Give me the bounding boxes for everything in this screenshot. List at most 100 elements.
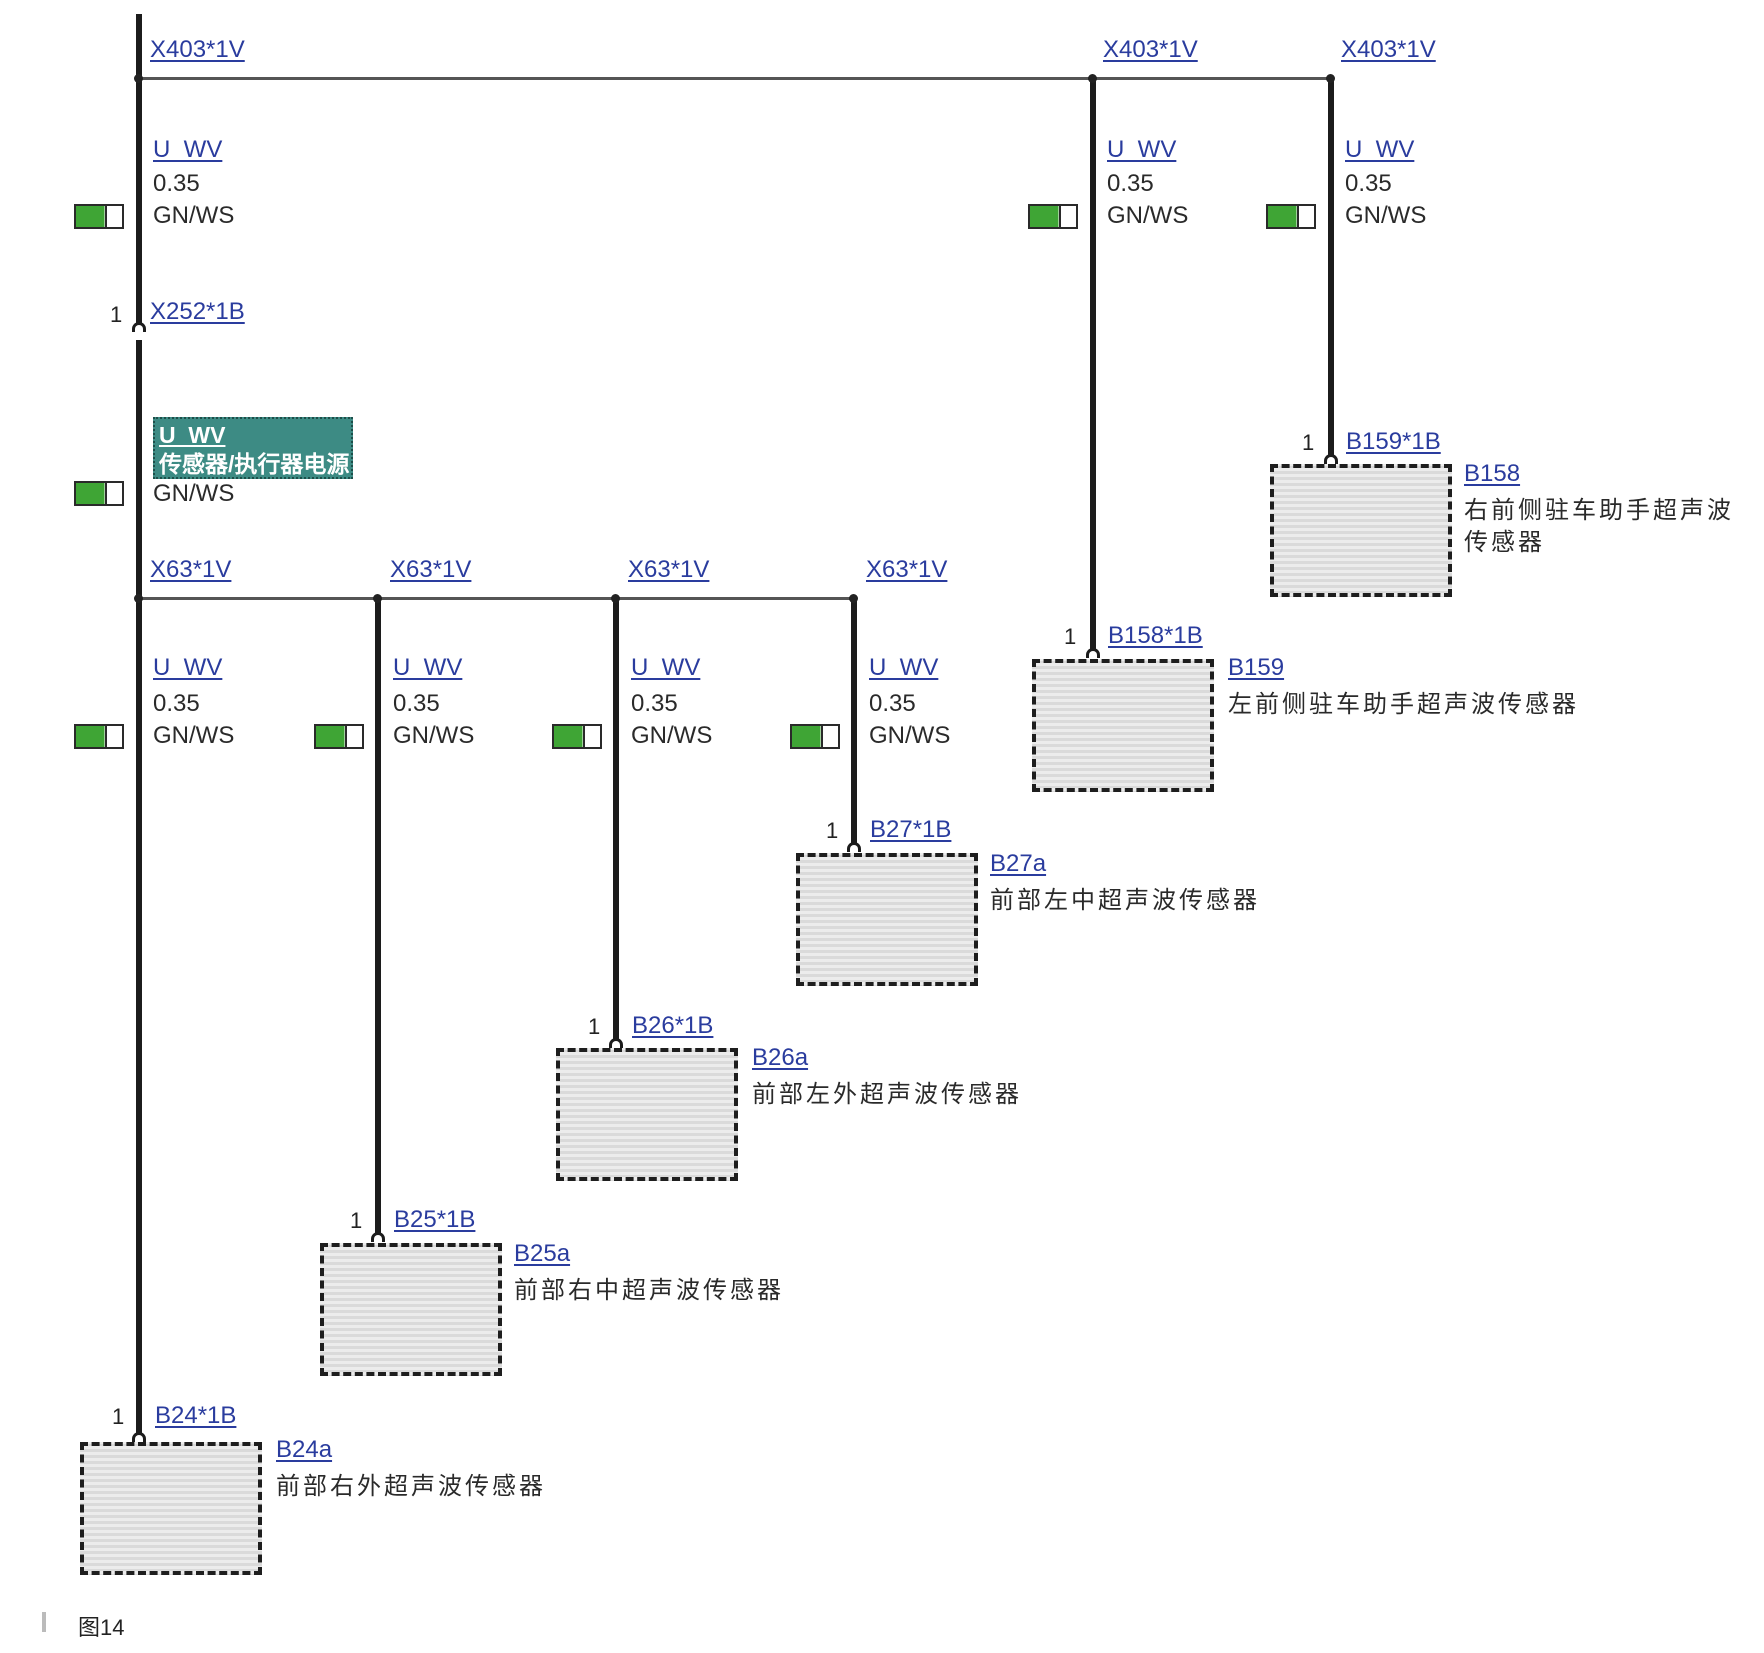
pin-number: 1 [826,818,839,843]
mid-bus [139,597,856,600]
wire-color-swatch [552,724,602,749]
wire-signal-label[interactable]: U_WV [393,654,463,681]
junction-dot [611,594,620,603]
component-b158-box[interactable] [1270,464,1452,597]
wire-color-swatch [74,724,124,749]
main-wire-middle [136,340,142,600]
connector-x63-label[interactable]: X63*1V [150,556,232,583]
connector-x403-label[interactable]: X403*1V [1103,36,1198,63]
connector-terminal [609,1038,623,1048]
wire-color-label: GN/WS [153,202,235,229]
b158-wire [1090,80,1096,654]
wire-color-swatch [1266,204,1316,229]
component-b159-box[interactable] [1032,659,1214,792]
component-b27a-label[interactable]: B27a [990,850,1047,877]
component-b26a-box[interactable] [556,1048,738,1181]
component-b158-label[interactable]: B158 [1464,460,1521,487]
connector-x403-label[interactable]: X403*1V [1341,36,1436,63]
wire-signal-label[interactable]: U_WV [153,654,223,681]
connector-terminal [132,1432,146,1442]
connector-x63-label[interactable]: X63*1V [390,556,472,583]
component-b27a-box[interactable] [796,853,978,986]
caption-marker [42,1612,46,1632]
component-b159-description: 左前侧驻车助手超声波传感器 [1228,690,1579,718]
connector-b158-label[interactable]: B158*1B [1108,622,1203,649]
wire-color-swatch [790,724,840,749]
component-b158-description-line1: 右前侧驻车助手超声波 [1464,496,1734,524]
junction-dot [1088,74,1097,83]
wire-color-swatch [74,204,124,229]
b159-wire [1328,80,1334,460]
wire-size-label: 0.35 [393,690,440,717]
connector-terminal [847,842,861,852]
component-b25a-label[interactable]: B25a [514,1240,571,1267]
b24-wire [136,600,142,1442]
wire-color-swatch [1028,204,1078,229]
component-b25a-description: 前部右中超声波传感器 [514,1276,784,1304]
pin-number: 1 [350,1208,363,1233]
connector-x403-label[interactable]: X403*1V [150,36,245,63]
component-b24a-description: 前部右外超声波传感器 [276,1472,546,1500]
wire-color-label: GN/WS [1345,202,1427,229]
b26-wire [613,600,619,1045]
connector-x63-label[interactable]: X63*1V [866,556,948,583]
junction-dot [849,594,858,603]
wire-color-label: GN/WS [869,722,951,749]
connector-b24-label[interactable]: B24*1B [155,1402,237,1429]
component-b158-description-line2: 传感器 [1464,528,1545,556]
top-bus [139,77,1331,80]
connector-terminal [1324,454,1338,464]
signal-highlight-box[interactable]: U_WV 传感器/执行器电源 [153,417,353,479]
highlight-description: 传感器/执行器电源 [159,451,350,477]
component-b26a-label[interactable]: B26a [752,1044,809,1071]
connector-b159-label[interactable]: B159*1B [1346,428,1441,455]
main-wire-top [136,14,142,324]
wire-size-label: 0.35 [153,690,200,717]
wire-size-label: 0.35 [153,170,200,197]
pin-number: 1 [112,1404,125,1429]
wire-color-label: GN/WS [631,722,713,749]
wire-size-label: 0.35 [631,690,678,717]
junction-dot [373,594,382,603]
wire-size-label: 0.35 [869,690,916,717]
connector-b25-label[interactable]: B25*1B [394,1206,476,1233]
wire-color-label: GN/WS [153,722,235,749]
wire-color-label: GN/WS [1107,202,1189,229]
pin-number: 1 [1302,430,1315,455]
wire-color-label: GN/WS [393,722,475,749]
connector-terminal [371,1232,385,1242]
wire-color-label: GN/WS [153,480,235,507]
wire-signal-label[interactable]: U_WV [631,654,701,681]
junction-dot [134,594,143,603]
component-b159-label[interactable]: B159 [1228,654,1285,681]
wire-color-swatch [314,724,364,749]
connector-x252-label[interactable]: X252*1B [150,298,245,325]
connector-terminal [132,322,146,332]
pin-number: 1 [110,302,123,327]
wire-signal-label[interactable]: U_WV [153,136,223,163]
connector-x63-label[interactable]: X63*1V [628,556,710,583]
wire-size-label: 0.35 [1107,170,1154,197]
pin-number: 1 [588,1014,601,1039]
highlight-signal: U_WV [159,422,226,448]
wire-signal-label[interactable]: U_WV [1345,136,1415,163]
component-b24a-label[interactable]: B24a [276,1436,333,1463]
wire-signal-label[interactable]: U_WV [869,654,939,681]
wire-size-label: 0.35 [1345,170,1392,197]
component-b25a-box[interactable] [320,1243,502,1376]
component-b26a-description: 前部左外超声波传感器 [752,1080,1022,1108]
wire-signal-label[interactable]: U_WV [1107,136,1177,163]
b25-wire [375,600,381,1240]
pin-number: 1 [1064,624,1077,649]
junction-dot [1326,74,1335,83]
junction-dot [134,74,143,83]
component-b27a-description: 前部左中超声波传感器 [990,886,1260,914]
wire-color-swatch [74,481,124,506]
b27-wire [851,600,857,850]
figure-caption: 图14 [78,1615,125,1640]
connector-b26-label[interactable]: B26*1B [632,1012,714,1039]
connector-terminal [1086,648,1100,658]
connector-b27-label[interactable]: B27*1B [870,816,952,843]
component-b24a-box[interactable] [80,1442,262,1575]
